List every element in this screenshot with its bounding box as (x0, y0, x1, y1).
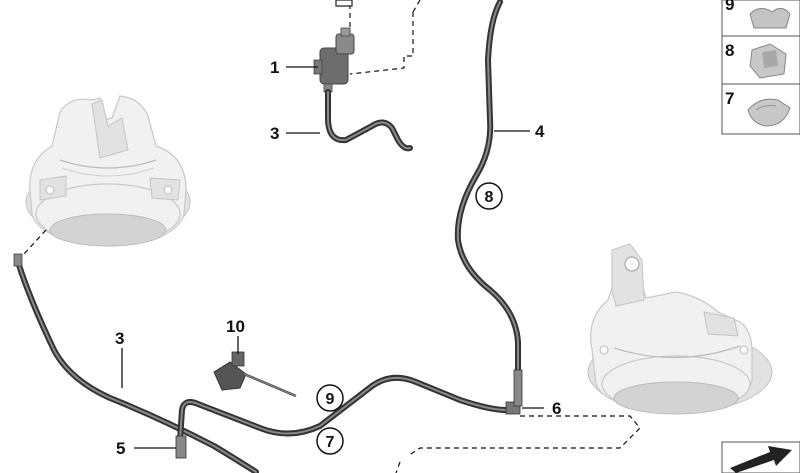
callout-part-1: 1 (270, 58, 279, 77)
hose-4-highlight (456, 1, 519, 371)
solenoid-valve (313, 0, 421, 93)
t-fitting-6 (505, 369, 523, 415)
circle-9-label: 9 (326, 391, 335, 408)
hose-3-top-highlight (327, 91, 411, 150)
fitting-6-dash (407, 415, 641, 457)
callout-part-5: 5 (116, 439, 125, 458)
callout-part-10: 10 (226, 317, 245, 336)
hose-middle-highlight (179, 376, 507, 441)
circle-7 (316, 427, 344, 455)
clip-open-icon (747, 98, 791, 127)
hose-3-end-fitting (13, 253, 23, 267)
callout-part-3-top: 3 (270, 124, 279, 143)
legend-label-9: 9 (725, 0, 734, 14)
callout-part-3-bottom: 3 (115, 329, 124, 348)
sensor-10 (213, 351, 297, 398)
engine-mount-right (587, 243, 773, 415)
t-fitting-5 (175, 435, 187, 459)
callout-part-4: 4 (535, 122, 545, 141)
clip-single-icon (749, 43, 787, 79)
circle-8 (475, 182, 503, 210)
clip-legend: 9 8 7 (721, 0, 800, 135)
circle-9 (316, 384, 344, 412)
valve-vacuum-dash-top (412, 0, 421, 13)
valve-head (335, 33, 355, 55)
legend-label-8: 8 (725, 41, 734, 60)
hose-3-bottom (15, 259, 259, 473)
valve-nipple (340, 27, 351, 37)
left-mount-dash (23, 229, 47, 255)
navigation-arrow-icon[interactable] (721, 441, 800, 473)
hose-3-bottom-highlight (17, 261, 257, 473)
valve-top-bracket (335, 0, 353, 7)
legend-label-7: 7 (725, 89, 734, 108)
circle-7-label: 7 (326, 434, 335, 451)
engine-mount-left (25, 95, 191, 247)
circle-8-label: 8 (485, 189, 494, 206)
valve-vacuum-dash (349, 12, 414, 75)
callout-part-6: 6 (552, 399, 561, 418)
clip-double-icon (749, 8, 791, 29)
bottom-dash (395, 461, 401, 473)
